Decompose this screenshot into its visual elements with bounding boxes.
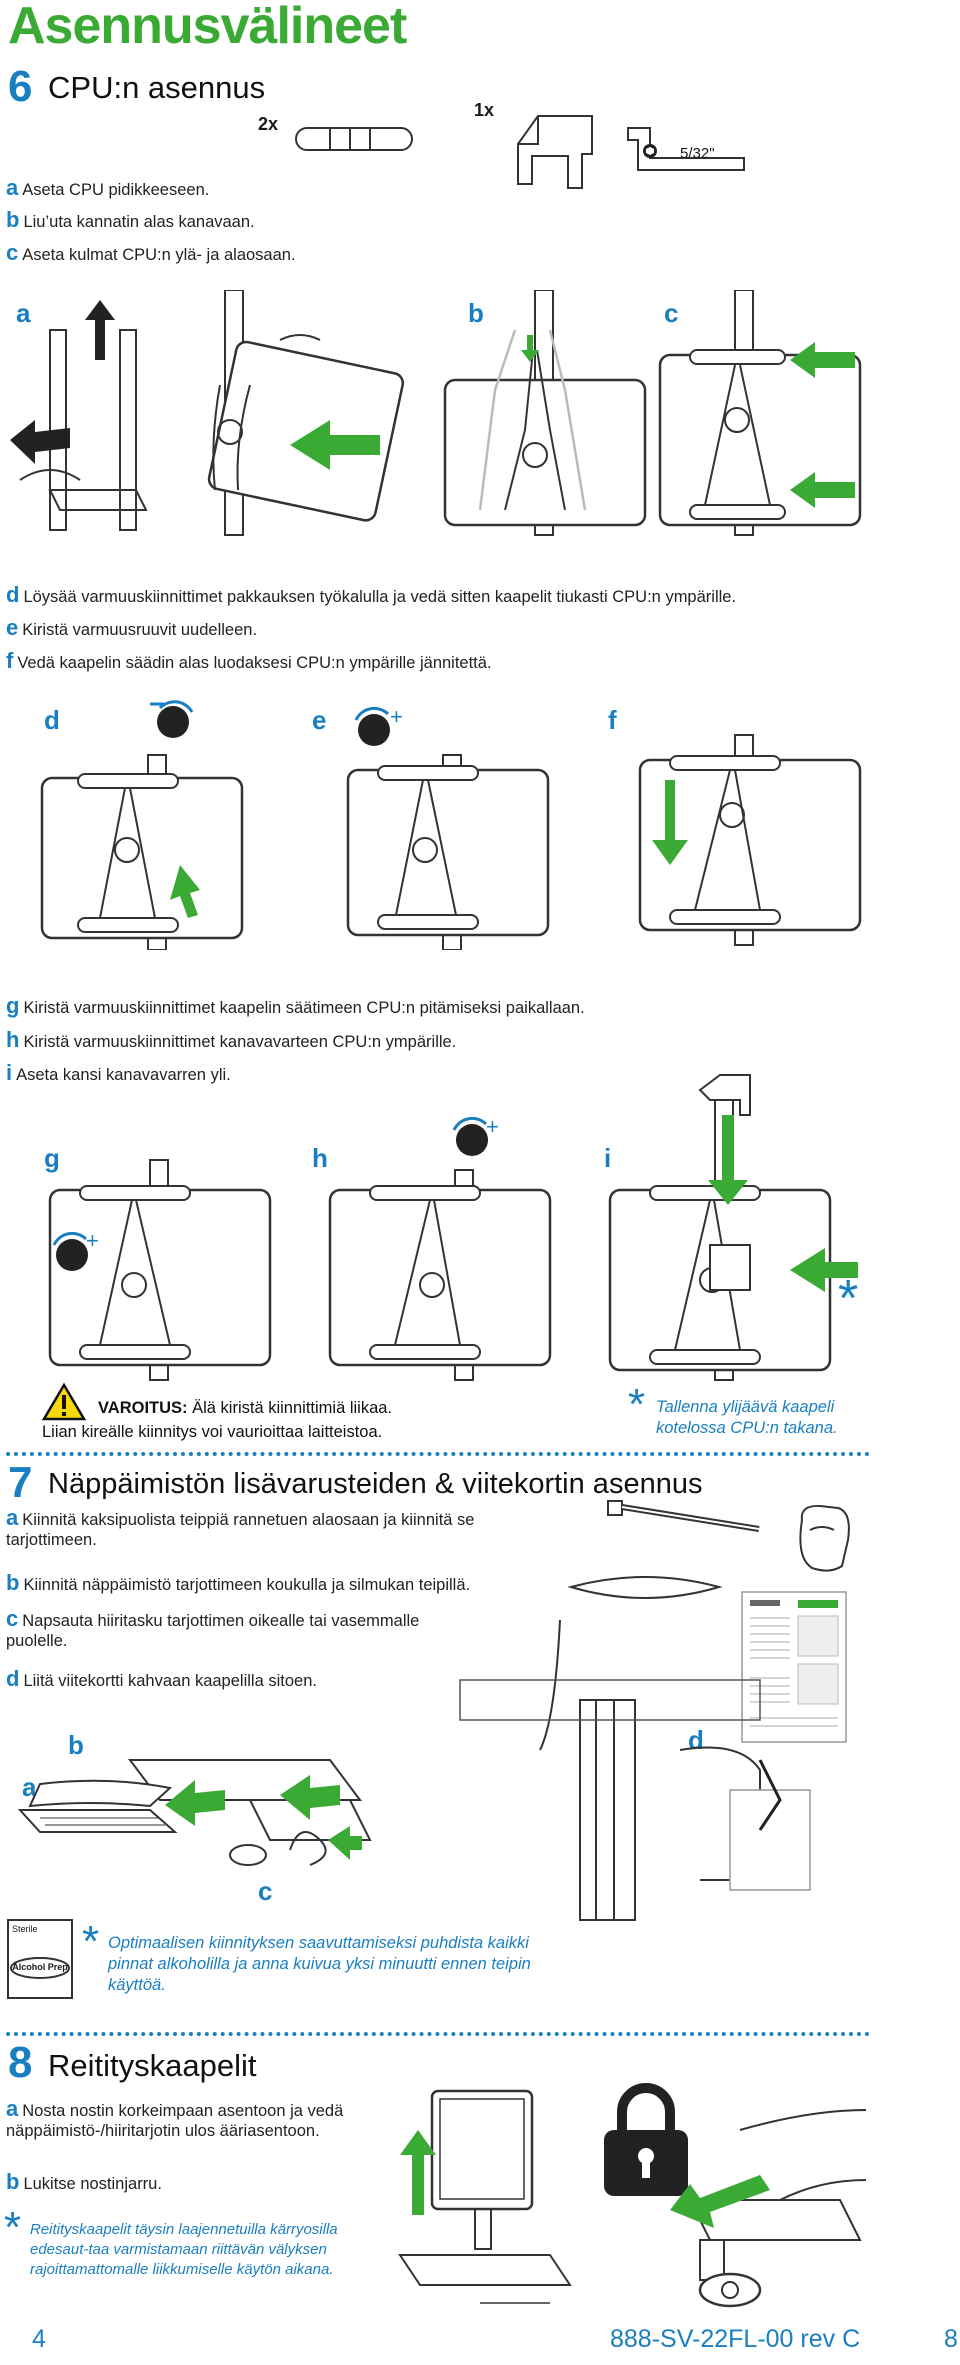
panel-letter-7c: c (258, 1876, 273, 1906)
panel-letter-d: d (44, 705, 60, 735)
panel-letter-7a: a (22, 1772, 37, 1802)
warning-triangle-icon (42, 1383, 86, 1421)
illustration-6i: * (608, 1074, 858, 1381)
edge-page-mark: 8 (944, 2325, 958, 2353)
section-7-note: Optimaalisen kiinnityksen saavuttamiseks… (108, 1934, 531, 1994)
illustration-6a (10, 290, 405, 536)
illustration-6f (638, 734, 862, 946)
illustration-8a (398, 2089, 572, 2304)
alcohol-prep-pad-icon (7, 1919, 73, 1999)
illustration-7 (17, 1619, 811, 1921)
svg-text:+: + (390, 704, 403, 729)
section-8-title: Reitityskaapelit (48, 2048, 257, 2083)
illustration-6e: + (346, 704, 550, 950)
section-6-title: CPU:n asennus (48, 70, 266, 105)
pad-alcohol-label: Alcohol Prep (12, 1962, 68, 1972)
section-7-title: Näppäimistön lisävarusteiden & viitekort… (48, 1468, 703, 1500)
section-6-note: Tallenna ylijäävä kaapeli kotelossa CPU:… (656, 1398, 838, 1437)
panel-letter-a: a (16, 298, 31, 328)
panel-letter-f: f (608, 705, 617, 735)
warning-line-1: VAROITUS: Älä kiristä kiinnittimiä liika… (98, 1399, 393, 1417)
panel-letter-c: c (664, 298, 679, 328)
panel-letter-b: b (468, 298, 484, 328)
illustration-6d (40, 700, 244, 950)
section-divider-1 (6, 1452, 870, 1456)
panel-letter-i: i (604, 1143, 612, 1173)
panel-letter-h: h (312, 1143, 328, 1173)
illustration-6b (443, 290, 647, 536)
panel-letter-7b: b (68, 1730, 84, 1760)
panel-letter-e: e (312, 705, 327, 735)
svg-text:+: + (486, 1114, 499, 1139)
svg-text:*: * (838, 1270, 858, 1328)
page-title: Asennusvälineet (8, 0, 407, 55)
svg-text:+: + (86, 1228, 99, 1253)
note-asterisk-icon: * (628, 1380, 646, 1429)
qty-cover: 1x (474, 100, 495, 120)
pad-sterile-label: Sterile (12, 1924, 38, 1934)
mouse-pocket-icon (799, 1504, 850, 1572)
section-8-note: Reitityskaapelit täysin laajennetuilla k… (30, 2221, 338, 2278)
page-number: 4 (32, 2325, 46, 2353)
warning-line-2: Liian kireälle kiinnitys voi vaurioittaa… (42, 1423, 383, 1441)
note-asterisk-icon-7: * (82, 1917, 100, 1966)
illustration-8b (670, 2109, 867, 2308)
panel-letter-g: g (44, 1143, 60, 1173)
section-7-number: 7 (8, 1458, 33, 1507)
strap-part-icon (295, 127, 413, 151)
wrist-rest-icon (567, 1576, 723, 1599)
padlock-icon (604, 2083, 688, 2196)
note-asterisk-icon-8: * (4, 2203, 22, 2252)
illustration-6c (658, 290, 862, 536)
document-code: 888-SV-22FL-00 rev C (610, 2325, 861, 2353)
illustration-6h: + (328, 1114, 552, 1381)
section-6-number: 6 (8, 62, 33, 111)
illustration-6g: + (48, 1159, 272, 1381)
hex-key-tool-icon (627, 127, 745, 171)
qty-straps: 2x (258, 114, 279, 134)
cover-part-icon (517, 115, 593, 189)
tool-size-label: 5/32" (680, 145, 715, 162)
section-8-number: 8 (8, 2038, 33, 2087)
cable-tie-icon (607, 1500, 760, 1532)
section-divider-2 (6, 2032, 870, 2036)
